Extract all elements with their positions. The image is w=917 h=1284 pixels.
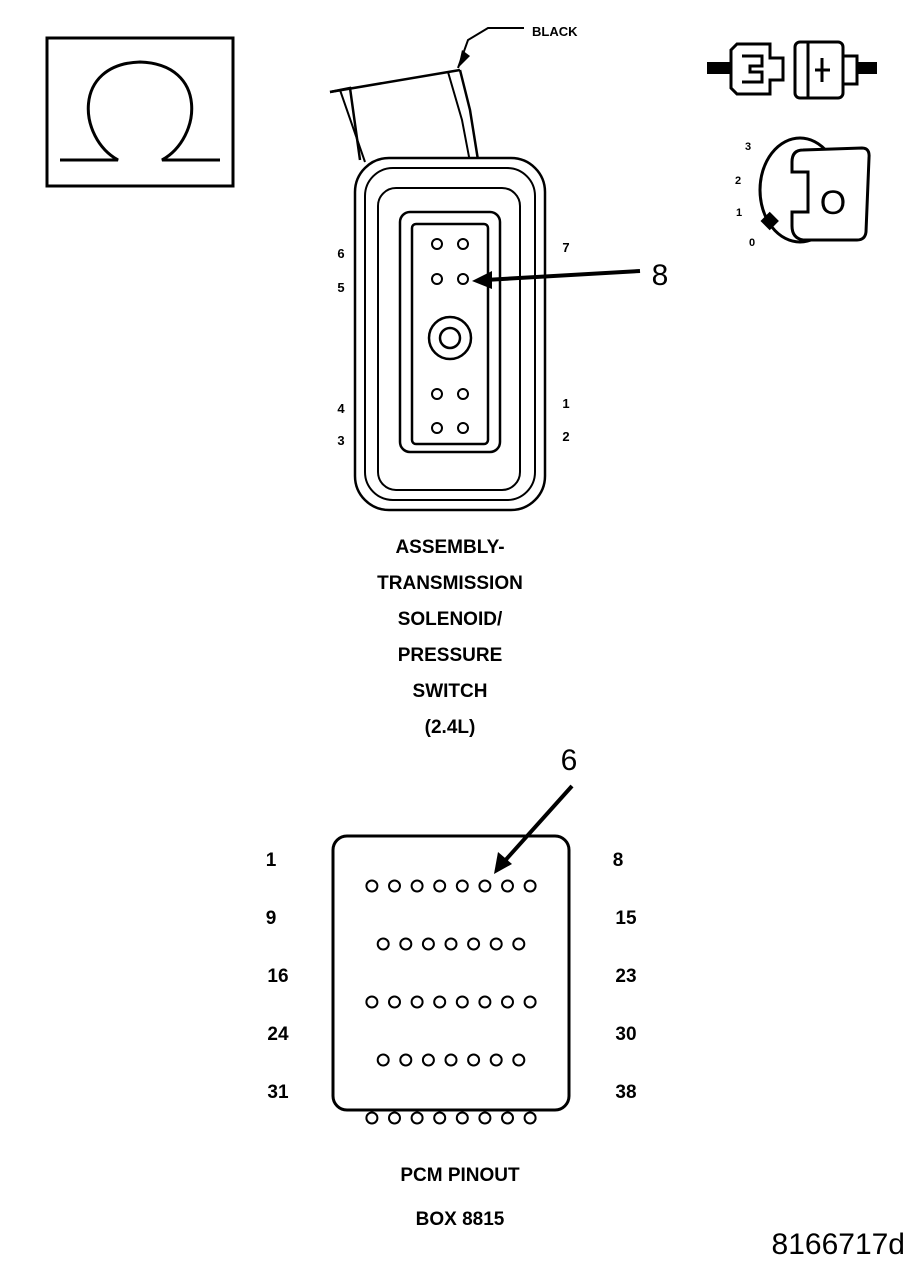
pcm-pin [421, 1053, 435, 1067]
cavity-pin [431, 238, 443, 250]
wire-color-label: BLACK [532, 24, 578, 39]
callout-6: 6 [561, 744, 578, 777]
pcm-pin [523, 995, 537, 1009]
pcm-pin [489, 1053, 503, 1067]
solenoid-cavities [427, 238, 473, 434]
pcm-pin [478, 1111, 492, 1125]
pcm-row-label-15: 15 [615, 908, 637, 929]
center-post-inner [438, 326, 462, 350]
cavity-label-4: 4 [337, 401, 345, 416]
caption-line: (2.4L) [424, 717, 476, 738]
pcm-pin [388, 1111, 401, 1125]
pcm-pin [410, 879, 424, 893]
ignition-position-1: 1 [736, 207, 742, 219]
ignition-key-icon: O 3 2 1 0 [735, 136, 871, 249]
pcm-pin [512, 1053, 526, 1067]
ignition-position-0: 0 [749, 237, 755, 249]
pcm-pin [501, 995, 514, 1009]
pcm-pin-field [365, 879, 537, 1125]
pcm-pin [388, 995, 401, 1009]
pcm-pin [467, 1053, 481, 1067]
pcm-pin [489, 937, 503, 951]
pcm-pin [365, 1111, 379, 1125]
pcm-pin [501, 1111, 514, 1125]
caption-line: TRANSMISSION [377, 573, 523, 594]
pcm-pin [433, 1111, 447, 1125]
cavity-pin [431, 422, 443, 434]
pcm-pin [444, 1053, 458, 1067]
cavity-label-1: 1 [562, 396, 569, 411]
pcm-pin [410, 995, 424, 1009]
pcm-pin [455, 995, 469, 1009]
pcm-pin [433, 879, 447, 893]
pcm-pin [410, 1111, 424, 1125]
cavity-pin [457, 422, 469, 434]
caption-line: PCM PINOUT [400, 1165, 520, 1186]
caption-line: SOLENOID/ [397, 609, 503, 630]
cavity-label-3: 3 [337, 433, 344, 448]
pcm-pin [421, 937, 435, 951]
cavity-pin [457, 273, 469, 285]
caption-line: SWITCH [412, 681, 488, 702]
ohm-symbol-icon [45, 36, 235, 188]
pcm-pin [455, 879, 469, 893]
pcm-row-label-9: 9 [266, 908, 277, 929]
cavity-label-2: 2 [562, 429, 569, 444]
pcm-pin [399, 937, 413, 951]
pcm-row-label-31: 31 [267, 1082, 289, 1103]
pcm-pin [365, 879, 379, 893]
caption-line: PRESSURE [397, 645, 503, 666]
cavity-pin [457, 388, 469, 400]
pcm-row-label-23: 23 [615, 966, 636, 987]
pcm-pin [388, 879, 401, 893]
cavity-pin [457, 238, 469, 250]
pcm-pin [501, 879, 514, 893]
ignition-position-3: 3 [745, 141, 751, 153]
pcm-row-label-16: 16 [267, 966, 288, 987]
pcm-pin [399, 1053, 413, 1067]
pcm-row-label-1: 1 [266, 850, 277, 871]
pcm-pin [376, 1053, 390, 1067]
caption-line: BOX 8815 [415, 1209, 505, 1230]
cavity-pin [431, 388, 443, 400]
caption-line: ASSEMBLY- [395, 537, 505, 558]
pcm-row-label-38: 38 [615, 1082, 636, 1103]
pcm-connector: 6 1 9 16 24 31 8 15 23 30 38 [266, 744, 637, 1125]
solenoid-connector: BLACK 6 5 4 3 7 1 2 8 [329, 24, 669, 512]
pcm-pin [523, 1111, 537, 1125]
pcm-pin [444, 937, 458, 951]
cavity-pin [431, 273, 443, 285]
pcm-row-label-8: 8 [613, 850, 624, 871]
solenoid-caption: ASSEMBLY- TRANSMISSION SOLENOID/ PRESSUR… [300, 530, 600, 746]
ignition-key-letter: O [820, 184, 846, 222]
cavity-label-5: 5 [337, 280, 344, 295]
pcm-pin [365, 995, 379, 1009]
pcm-pin [433, 995, 447, 1009]
connector-unplug-icon [707, 40, 877, 100]
pcm-pin [523, 879, 537, 893]
pcm-row-label-24: 24 [267, 1024, 289, 1045]
pcm-pin [467, 937, 481, 951]
figure-id: 8166717d [771, 1228, 905, 1261]
callout-8: 8 [652, 259, 669, 292]
cavity-label-7: 7 [562, 240, 569, 255]
pcm-caption: PCM PINOUT BOX 8815 [300, 1154, 620, 1242]
pcm-pin [376, 937, 390, 951]
ignition-position-2: 2 [735, 175, 741, 187]
pcm-pin [478, 995, 492, 1009]
pcm-pin [455, 1111, 469, 1125]
pcm-pin [512, 937, 526, 951]
pcm-row-label-30: 30 [615, 1024, 636, 1045]
pcm-pin [478, 879, 492, 893]
cavity-label-6: 6 [337, 246, 344, 261]
